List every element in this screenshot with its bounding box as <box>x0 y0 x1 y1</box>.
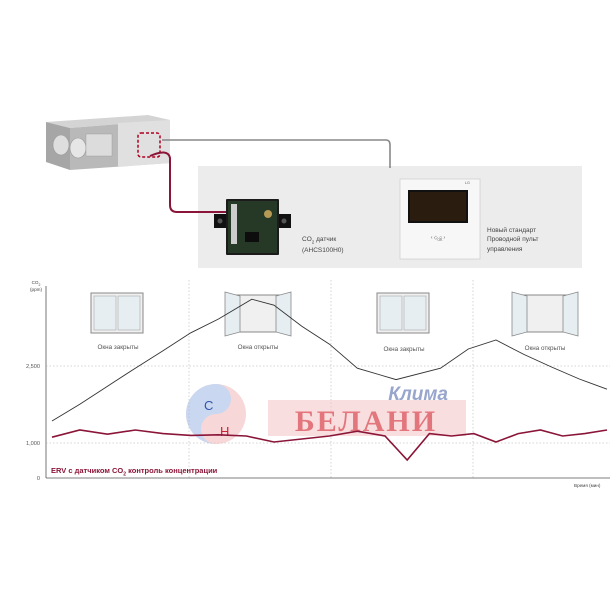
svg-text:‹ ◇ ○ ›: ‹ ◇ ○ › <box>431 235 446 241</box>
window-label: Окна открыты <box>524 345 566 352</box>
co2-line-with-sensor <box>51 429 608 462</box>
erv-unit <box>46 115 170 170</box>
x-axis-title: Время (мин) <box>574 483 601 488</box>
chart-caption: ERV с датчиком CO2 контроль концентрации <box>51 466 218 478</box>
window-closed-1 <box>90 292 144 334</box>
red-cable <box>149 151 226 213</box>
chart-grid <box>45 280 610 479</box>
ytick-label: 1,000 <box>26 441 40 447</box>
watermark-c: С <box>204 398 213 413</box>
window-label: Окна закрыты <box>97 344 139 351</box>
ytick-label: 0 <box>37 476 40 482</box>
watermark-n: Н <box>220 424 229 439</box>
window-label: Окна открыты <box>237 344 279 351</box>
window-open-2 <box>511 291 579 337</box>
wall-remote: ‹ ◇ ○ › <box>399 178 481 260</box>
gray-cable <box>162 139 391 168</box>
window-closed-2 <box>376 292 430 334</box>
watermark-top-text: Клима <box>388 384 448 405</box>
co2-sensor-board <box>214 199 291 255</box>
window-label: Окна закрыты <box>383 346 425 353</box>
sensor-label: CO2 датчик (AHCS100H0) <box>302 236 344 254</box>
remote-ok-label: OK <box>437 238 443 242</box>
window-open-1 <box>224 291 292 337</box>
y-axis-title: CO2 (ppm) <box>30 280 42 292</box>
remote-brand: LG <box>465 181 470 185</box>
remote-label: Новый стандарт Проводной пульт управлени… <box>487 227 539 253</box>
co2-line-without-sensor <box>51 298 608 422</box>
watermark-logo <box>186 384 466 444</box>
ytick-label: 2,500 <box>26 364 40 370</box>
